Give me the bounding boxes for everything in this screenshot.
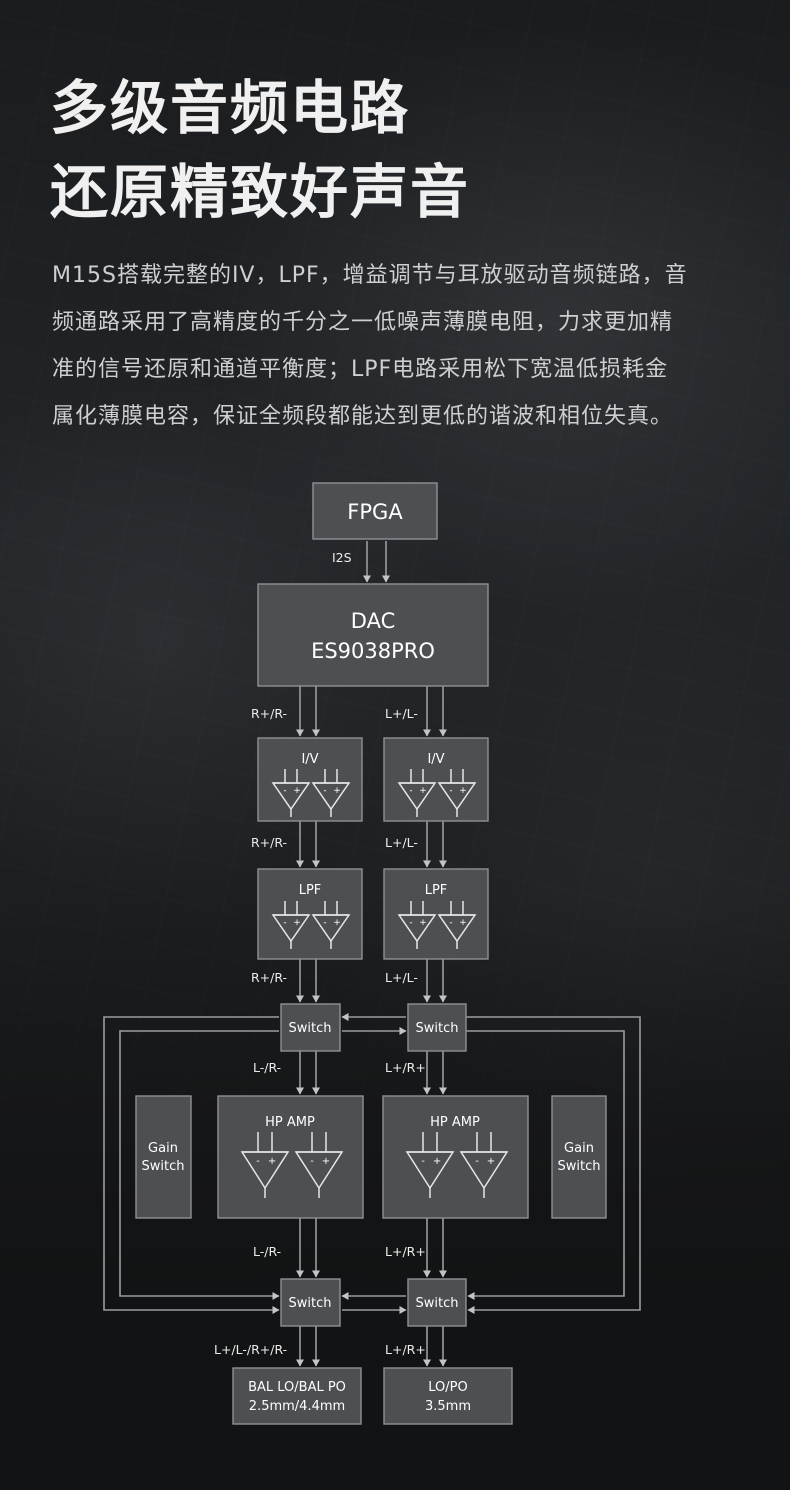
intro-line-1: M15S搭载完整的IV，LPF，增益调节与耳放驱动音频链路，音 [52,263,688,288]
signal-label-lm-rm-lower: L-/R- [253,1244,281,1259]
output-single-ended-size: 3.5mm [425,1399,471,1414]
headline: 多级音频电路 还原精致好声音 [50,66,470,234]
signal-label-lp-rp-upper: L+/R+ [385,1060,426,1075]
iv-label: I/V [301,752,318,767]
headline-line-1: 多级音频电路 [50,74,411,142]
dac-model-label: ES9038PRO [311,639,435,663]
hp-amp-block-right: HP AMP [217,1095,364,1219]
switch-label: Switch [416,1021,459,1036]
lpf-label: LPF [425,883,448,898]
hp-amp-label: HP AMP [430,1115,480,1130]
iv-block-left: I/V [383,737,489,822]
signal-label-balanced: L+/L-/R+/R- [214,1342,287,1357]
switch-label: Switch [416,1296,459,1311]
lpf-block-left: LPF [383,868,489,960]
feedback-loop-lines [103,1013,641,1314]
signal-label-r-iv: R+/R- [251,835,287,850]
output-single-ended-label: LO/PO [428,1380,467,1395]
signal-label-lm-rm-upper: L-/R- [253,1060,281,1075]
intro-line-4: 属化薄膜电容，保证全频段都能达到更低的谐波和相位失真。 [52,404,674,429]
switch-upper-left: Switch [407,1003,467,1052]
switch-upper-right: Switch [280,1003,341,1052]
lpf-label: LPF [299,883,322,898]
dac-label: DAC [351,609,395,633]
output-single-ended-block: LO/PO 3.5mm [383,1367,513,1425]
output-balanced-size: 2.5mm/4.4mm [249,1399,345,1414]
signal-label-l-lpf: L+/L- [385,970,418,985]
switch-label: Switch [289,1021,332,1036]
signal-label-single-ended: L+/R+ [385,1342,426,1357]
fpga-block: FPGA [312,482,438,540]
headline-line-2: 还原精致好声音 [50,158,471,226]
output-balanced-block: BAL LO/BAL PO 2.5mm/4.4mm [232,1367,362,1425]
signal-connectors [296,541,447,1367]
i2s-label: I2S [332,550,352,565]
switch-lower-left: Switch [407,1278,467,1327]
gain-switch-left: Gain Switch [135,1095,192,1219]
hp-amp-block-left: HP AMP [382,1095,529,1219]
switch-lower-right: Switch [280,1278,341,1327]
signal-label-l-dac: L+/L- [385,706,418,721]
dac-block: DAC ES9038PRO [257,583,489,687]
gain-switch-label: Switch [558,1159,601,1174]
gain-label: Gain [148,1141,178,1156]
intro-line-2: 频通路采用了高精度的千分之一低噪声薄膜电阻，力求更加精 [52,310,674,335]
signal-label-r-dac: R+/R- [251,706,287,721]
iv-block-right: I/V [257,737,363,822]
output-balanced-label: BAL LO/BAL PO [248,1380,346,1395]
signal-label-r-lpf: R+/R- [251,970,287,985]
intro-line-3: 准的信号还原和通道平衡度；LPF电路采用松下宽温低损耗金 [52,357,669,382]
gain-switch-right: Gain Switch [551,1095,607,1219]
lpf-block-right: LPF [257,868,363,960]
gain-switch-label: Switch [142,1159,185,1174]
gain-label: Gain [564,1141,594,1156]
iv-label: I/V [427,752,444,767]
signal-label-lp-rp-lower: L+/R+ [385,1244,426,1259]
hp-amp-label: HP AMP [265,1115,315,1130]
intro-paragraph: M15S搭载完整的IV，LPF，增益调节与耳放驱动音频链路，音 频通路采用了高精… [52,252,742,440]
fpga-label: FPGA [347,500,403,524]
signal-label-l-iv: L+/L- [385,835,418,850]
switch-label: Switch [289,1296,332,1311]
